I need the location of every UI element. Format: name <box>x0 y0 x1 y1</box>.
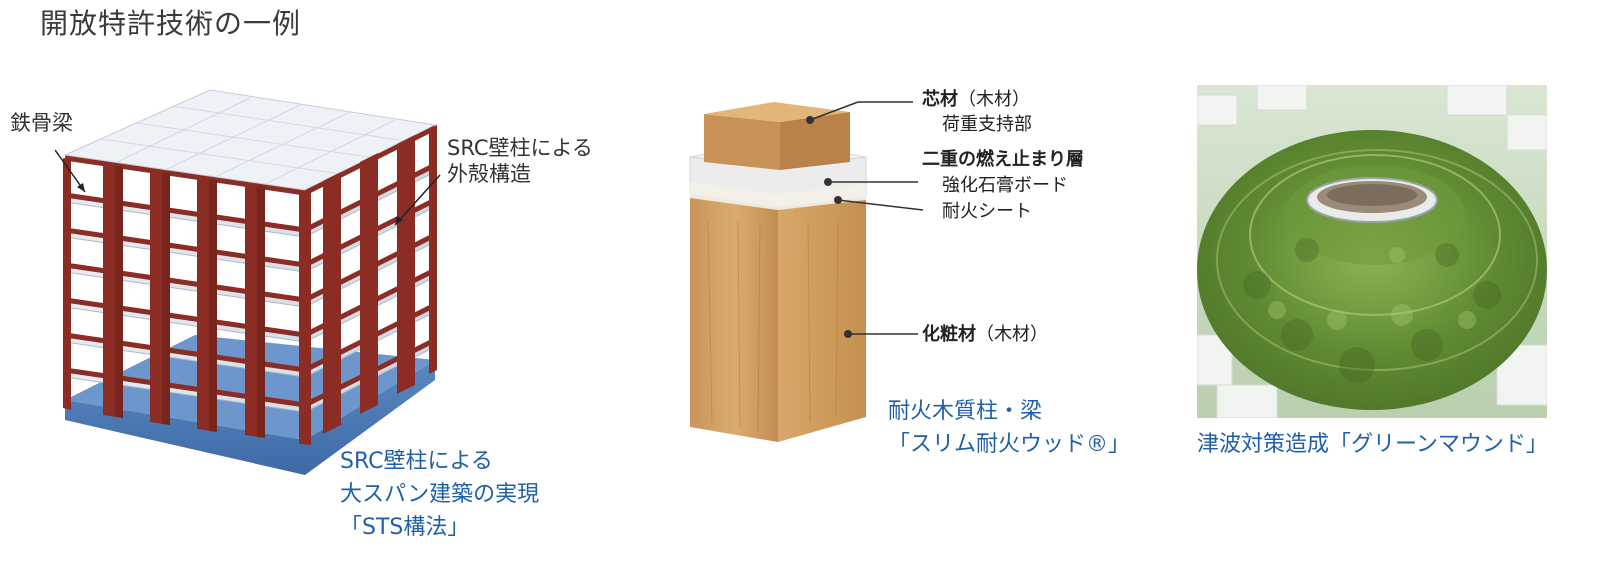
label-fire-sheet: 耐火シート <box>942 201 1032 222</box>
label-finish-paren: （木材） <box>976 324 1048 345</box>
fire-sheet-layer <box>690 182 866 210</box>
green-mound-illustration <box>1197 85 1547 418</box>
wood-caption-line2: 「スリム耐火ウッド®」 <box>888 432 1131 457</box>
sts-caption-line2: 大スパン建築の実現 <box>340 482 540 507</box>
wood-column-figure <box>688 82 1128 452</box>
wood-caption-line1: 耐火木質柱・梁 <box>888 399 1043 424</box>
mound-caption: 津波対策造成「グリーンマウンド」 <box>1197 432 1548 457</box>
finish-material <box>690 192 778 442</box>
wood-caption: 耐火木質柱・梁 「スリム耐火ウッド®」 <box>888 395 1130 461</box>
label-core-title: 芯材 <box>922 89 958 110</box>
label-src-wall-line1: SRC壁柱による <box>447 136 593 160</box>
label-src-wall: SRC壁柱による 外殻構造 <box>447 135 593 188</box>
sts-caption-line3: 「STS構法」 <box>340 515 470 540</box>
sts-building-illustration <box>55 89 441 475</box>
sts-caption-line1: SRC壁柱による <box>340 449 493 474</box>
label-gypsum: 強化石膏ボード <box>942 175 1068 196</box>
wood-column-illustration <box>689 101 924 442</box>
label-finish: 化粧材（木材） <box>922 323 1048 346</box>
label-layer-title: 二重の燃え止まり層 <box>922 149 1084 170</box>
foundation-base <box>65 360 435 475</box>
core-material <box>704 114 780 170</box>
label-finish-title: 化粧材 <box>922 324 976 345</box>
page-title: 開放特許技術の一例 <box>40 7 302 40</box>
label-layer: 二重の燃え止まり層 <box>922 148 1084 171</box>
sts-building-figure <box>55 80 445 500</box>
sts-caption: SRC壁柱による 大スパン建築の実現 「STS構法」 <box>340 445 539 544</box>
label-core-paren: （木材） <box>958 89 1030 110</box>
green-mound-figure <box>1197 85 1547 418</box>
label-steel-beam: 鉄骨梁 <box>10 111 73 135</box>
label-core: 芯材（木材） <box>922 88 1030 111</box>
label-core-sub: 荷重支持部 <box>942 114 1032 135</box>
label-src-wall-line2: 外殻構造 <box>447 162 531 187</box>
